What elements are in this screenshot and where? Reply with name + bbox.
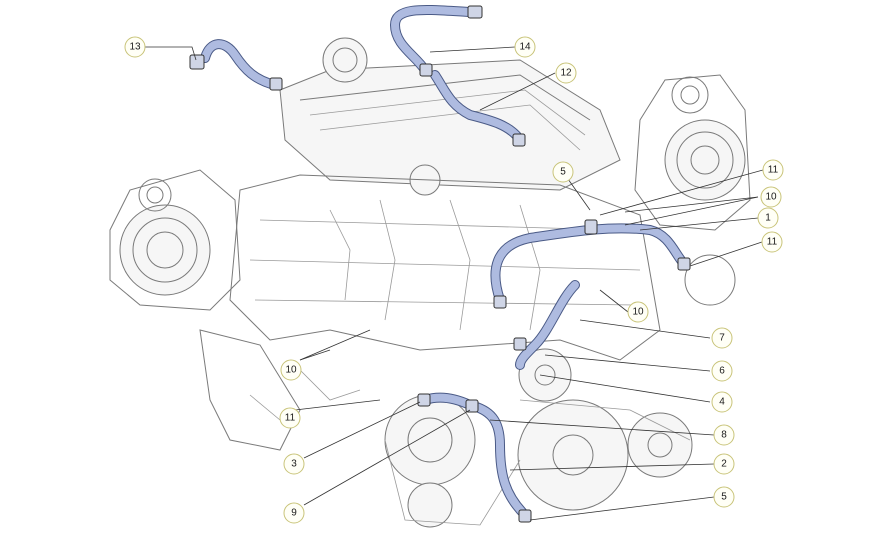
callout-label: 6 [719, 366, 725, 377]
callout-label: 3 [291, 459, 297, 470]
engine-drawing [109, 37, 751, 528]
callout-6: 6 [711, 360, 733, 382]
callout-label: 10 [285, 365, 297, 376]
hoses [200, 4, 690, 520]
callout-label: 8 [721, 430, 727, 441]
callout-13: 13 [124, 36, 146, 58]
callout-label: 13 [129, 42, 141, 53]
hose-clamps [189, 5, 691, 523]
callout-label: 12 [560, 68, 572, 79]
callout-1: 1 [757, 207, 779, 229]
callout-12: 12 [555, 62, 577, 84]
callout-14: 14 [514, 36, 536, 58]
callout-label: 14 [519, 42, 531, 53]
callout-10-mid: 10 [627, 301, 649, 323]
callout-11-right: 11 [761, 231, 783, 253]
callout-label: 2 [721, 459, 727, 470]
pulley-assembly [384, 348, 693, 528]
callout-8: 8 [713, 424, 735, 446]
callout-4: 4 [711, 391, 733, 413]
callout-label: 5 [721, 492, 727, 503]
callout-label: 11 [767, 237, 778, 248]
callout-11-top: 11 [762, 159, 784, 181]
callout-label: 11 [768, 165, 779, 176]
left-turbocharger [109, 169, 241, 311]
callout-label: 7 [719, 333, 725, 344]
callout-label: 5 [560, 167, 566, 178]
callout-7: 7 [711, 327, 733, 349]
callout-label: 10 [765, 192, 777, 203]
callout-label: 10 [632, 307, 644, 318]
leader-lines [145, 46, 764, 521]
callout-5-top: 5 [552, 161, 574, 183]
callout-label: 4 [719, 397, 725, 408]
callout-5-bottom: 5 [713, 486, 735, 508]
callout-label: 11 [285, 413, 296, 424]
callout-2: 2 [713, 453, 735, 475]
callout-11-left: 11 [279, 407, 301, 429]
right-turbocharger [634, 74, 751, 306]
callouts: 13 14 12 5 11 10 1 11 10 7 6 4 8 2 5 10 … [124, 36, 784, 524]
callout-10-left: 10 [280, 359, 302, 381]
callout-label: 9 [291, 508, 297, 519]
callout-3: 3 [283, 453, 305, 475]
callout-9: 9 [283, 502, 305, 524]
callout-10-right: 10 [760, 186, 782, 208]
callout-label: 1 [765, 213, 771, 224]
